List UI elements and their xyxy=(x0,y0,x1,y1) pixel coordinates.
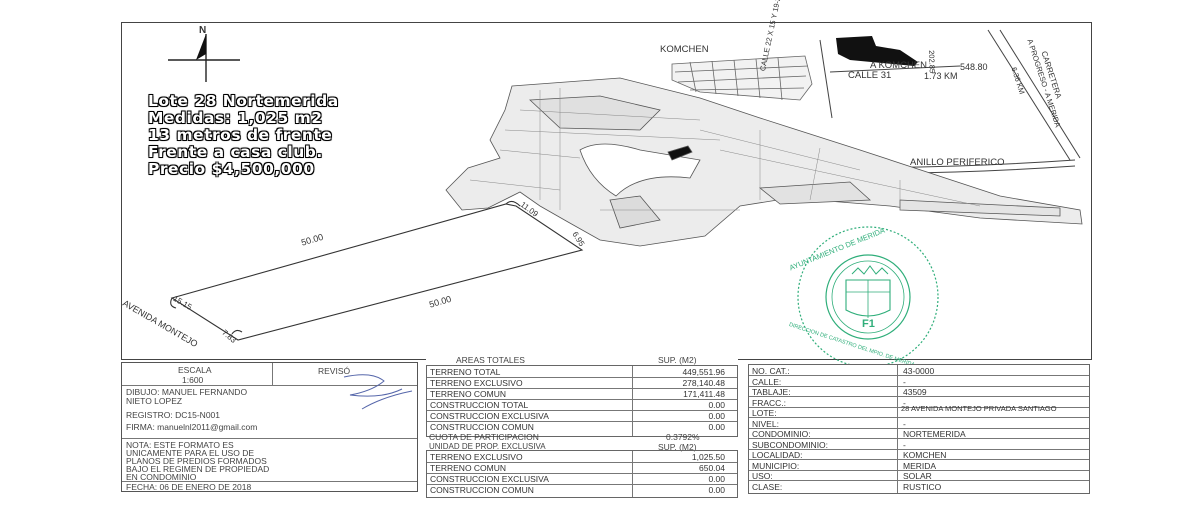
cadastral-data-table: NO. CAT.:43-0000 CALLE:- TABLAJE:43509 F… xyxy=(748,364,1090,494)
num-202-label: 202.85 xyxy=(927,50,937,74)
firma-text: FIRMA: manuelnl2011@gmail.com xyxy=(126,422,258,432)
overlay-line: Frente a casa club. xyxy=(148,143,323,161)
cat-row: CALLE:- xyxy=(749,376,1089,387)
fecha-text: FECHA: 06 DE ENERO DE 2018 xyxy=(126,482,252,492)
landmark-block xyxy=(836,36,918,66)
dibujo-line2: NIETO LOPEZ xyxy=(126,396,183,406)
escala-label: ESCALA xyxy=(178,365,212,375)
cat-row: LOCALIDAD:KOMCHEN xyxy=(749,449,1089,460)
areas-header-right: SUP. (M2) xyxy=(658,355,697,365)
signature-mark xyxy=(343,374,413,410)
cat-row: NO. CAT.:43-0000 xyxy=(749,365,1089,376)
listing-overlay: Lote 28 Nortemerida Medidas: 1,025 m2 13… xyxy=(148,93,339,178)
north-arrow-icon xyxy=(168,34,240,82)
cuota-label: CUOTA DE PARTICIPACION xyxy=(429,432,539,442)
overlay-line: Medidas: 1,025 m2 xyxy=(148,109,323,127)
nota-line: EN CONDOMINIO xyxy=(126,472,197,482)
nota-line: NOTA: ESTE FORMATO ES xyxy=(126,440,234,450)
distance-label: 548.80 xyxy=(960,62,988,72)
areas-header-left: AREAS TOTALES xyxy=(456,355,525,365)
unidad-right: SUP. (M2) xyxy=(658,442,697,452)
cuota-value: 0.3792% xyxy=(666,432,700,442)
overlay-line: Precio $4,500,000 xyxy=(148,160,315,178)
distance-km-label: 1.73 KM xyxy=(924,71,958,81)
anillo-periferico-label: ANILLO PERIFERICO xyxy=(910,157,1005,168)
overlay-line: Lote 28 Nortemerida xyxy=(148,92,339,110)
komchen-town-grid xyxy=(671,55,813,101)
cat-row: FRACC.:- xyxy=(749,397,1089,408)
registro-text: REGISTRO: DC15-N001 xyxy=(126,410,220,420)
nota-line: UNICAMENTE PARA EL USO DE xyxy=(126,448,254,458)
cat-row: NIVEL:- xyxy=(749,418,1089,429)
north-label: N xyxy=(199,25,207,36)
cat-row: CONDOMINIO:NORTEMERIDA xyxy=(749,428,1089,439)
dibujo-line1: DIBUJO: MANUEL FERNANDO xyxy=(126,387,248,397)
nota-line: PLANOS DE PREDIOS FORMADOS xyxy=(126,456,267,466)
overlay-line: 13 metros de frente xyxy=(148,126,333,144)
cat-row: USO:SOLAR xyxy=(749,470,1089,481)
drafting-info-box: ESCALA 1:600 REVISÓ DIBUJO: MANUEL FERNA… xyxy=(121,362,418,492)
reviso-label: REVISÓ xyxy=(318,366,351,376)
cat-row: MUNICIPIO:MERIDA xyxy=(749,460,1089,471)
a-komchen-label: A KOMCHEN xyxy=(870,60,928,71)
seal-code: F1 xyxy=(862,318,875,330)
cat-row: TABLAJE:43509 xyxy=(749,386,1089,397)
cat-row: SUBCONDOMINIO:- xyxy=(749,439,1089,450)
komchen-label: KOMCHEN xyxy=(660,44,709,55)
cat-row: CLASE:RUSTICO xyxy=(752,481,942,492)
lot-lines xyxy=(469,88,981,211)
lot-28-polygon xyxy=(170,200,584,341)
municipal-seal xyxy=(797,226,939,368)
unidad-label: UNIDAD DE PROP. EXCLUSIVA xyxy=(429,442,546,451)
nota-line: BAJO EL REGIMEN DE PROPIEDAD xyxy=(126,464,270,474)
escala-value: 1:600 xyxy=(182,375,204,385)
subdivision-footprint xyxy=(445,77,1083,247)
calle31-label: CALLE 31 xyxy=(848,70,892,81)
cat-row: LOTE:28 AVENIDA MONTEJO PRIVADA SANTIAGO xyxy=(749,405,1089,418)
